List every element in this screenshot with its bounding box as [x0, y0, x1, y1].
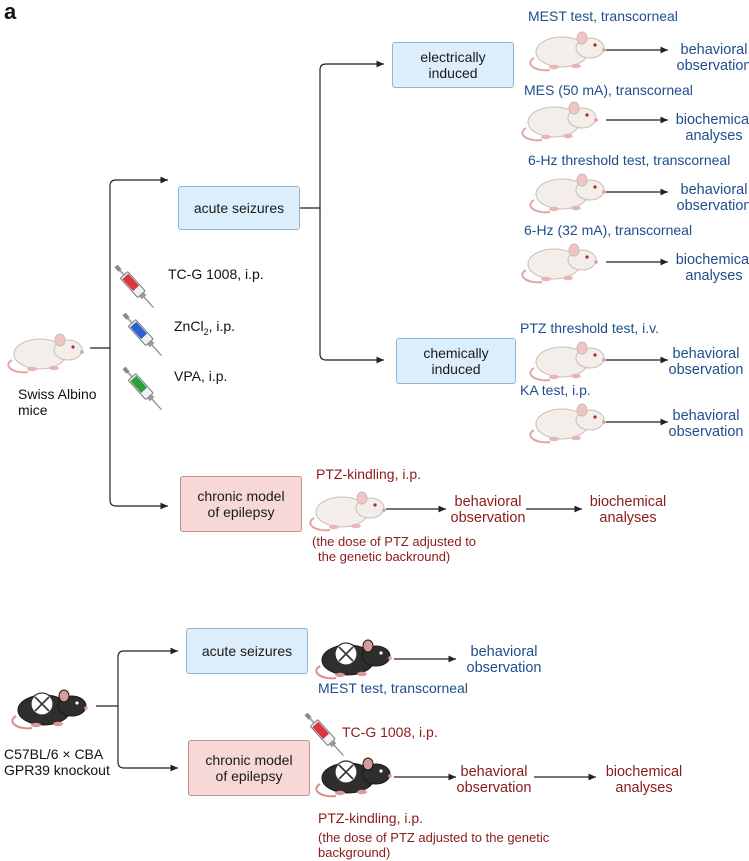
- outcome-behavioral: observation: [466, 660, 542, 676]
- box-label: of epilepsy: [215, 768, 283, 784]
- test-label: MES (50 mA), transcorneal: [524, 82, 693, 98]
- test-label: MEST test, transcorneal: [528, 8, 678, 24]
- test-label: KA test, i.p.: [520, 382, 591, 398]
- outcome-behavioral: behavioral: [470, 644, 538, 660]
- chronic-model-box: chronic model of epilepsy: [180, 476, 302, 532]
- acute-seizures-box: acute seizures: [186, 628, 308, 674]
- box-label: acute seizures: [201, 643, 293, 659]
- outcome-biochemical: biochemical: [605, 764, 683, 780]
- test-label: PTZ threshold test, i.v.: [520, 320, 660, 336]
- outcome-behavioral: observation: [456, 780, 532, 796]
- drug-label-part: , i.p.: [208, 318, 236, 334]
- mouse-icon: [529, 173, 607, 214]
- test-label: 6-Hz threshold test, transcorneal: [528, 152, 731, 168]
- outcome-behavioral: observation: [676, 198, 749, 214]
- outcome-biochemical: biochemical: [675, 252, 749, 268]
- box-label: chronic model: [197, 488, 285, 504]
- syringe-green-icon: [119, 364, 166, 414]
- outcome-biochemical: analyses: [615, 780, 673, 796]
- source-label: GPR39 knockout: [4, 762, 110, 778]
- outcome-biochemical: analyses: [685, 128, 743, 144]
- outcome-behavioral: behavioral: [680, 182, 748, 198]
- swiss-albino-mouse-icon: [7, 333, 85, 374]
- outcome-behavioral: behavioral: [680, 42, 748, 58]
- knockout-mouse-icon: [315, 757, 393, 798]
- source-label: mice: [18, 402, 48, 418]
- outcome-biochemical: analyses: [685, 268, 743, 284]
- outcome-behavioral: behavioral: [454, 494, 522, 510]
- drug-label: ZnCl2, i.p.: [174, 318, 235, 340]
- outcome-behavioral: behavioral: [672, 346, 740, 362]
- outcome-behavioral: observation: [668, 362, 744, 378]
- outcome-biochemical: biochemical: [675, 112, 749, 128]
- outcome-behavioral: observation: [668, 424, 744, 440]
- ptz-dose-note: background): [318, 845, 391, 860]
- syringe-red-icon: [301, 710, 348, 760]
- acute-seizures-box: acute seizures: [178, 186, 300, 230]
- electrically-induced-box: electrically induced: [392, 42, 514, 88]
- bottom-connectors: [96, 647, 596, 781]
- ptz-dose-note: the genetic backround): [318, 549, 451, 564]
- box-label: chemically: [423, 345, 489, 361]
- outcome-biochemical: analyses: [599, 510, 657, 526]
- knockout-mouse-icon: [315, 639, 393, 680]
- chemically-induced-box: chemically induced: [396, 338, 516, 384]
- ptz-kindling-label: PTZ-kindling, i.p.: [316, 466, 422, 482]
- mouse-icon: [309, 491, 387, 532]
- chronic-model-box: chronic model of epilepsy: [188, 740, 310, 796]
- source-label: Swiss Albino: [18, 386, 97, 402]
- outcome-behavioral: observation: [450, 510, 526, 526]
- box-label: of epilepsy: [207, 504, 275, 520]
- mouse-icon: [529, 31, 607, 72]
- drug-label: TC-G 1008, i.p.: [168, 266, 264, 282]
- mouse-icon: [521, 243, 599, 284]
- box-label: chronic model: [205, 752, 293, 768]
- drug-label: TC-G 1008, i.p.: [342, 724, 438, 740]
- syringe-red-icon: [111, 262, 158, 312]
- drug-label-part: ZnCl: [174, 318, 204, 334]
- box-label: acute seizures: [193, 200, 285, 216]
- syringe-blue-icon: [119, 310, 166, 360]
- drug-label: VPA, i.p.: [174, 368, 228, 384]
- mouse-icon: [529, 341, 607, 382]
- box-label: induced: [428, 65, 478, 81]
- test-label: 6-Hz (32 mA), transcorneal: [524, 222, 693, 238]
- mouse-icon: [521, 101, 599, 142]
- ptz-dose-note: (the dose of PTZ adjusted to the genetic: [318, 830, 550, 845]
- outcome-behavioral: observation: [676, 58, 749, 74]
- drug-label-subscript: 2: [203, 326, 209, 337]
- mouse-icon: [529, 403, 607, 444]
- outcome-behavioral: behavioral: [672, 408, 740, 424]
- source-label: C57BL/6 × CBA: [4, 746, 104, 762]
- panel-label: a: [4, 0, 17, 24]
- box-label: induced: [431, 361, 481, 377]
- outcome-biochemical: biochemical: [589, 494, 667, 510]
- knockout-mouse-icon: [11, 689, 89, 730]
- ptz-kindling-label: PTZ-kindling, i.p.: [318, 810, 424, 826]
- ptz-dose-note: (the dose of PTZ adjusted to: [312, 534, 477, 549]
- top-connectors: [90, 46, 668, 513]
- box-label: electrically: [420, 49, 486, 65]
- test-label: MEST test, transcorneal: [318, 680, 468, 696]
- outcome-behavioral: behavioral: [460, 764, 528, 780]
